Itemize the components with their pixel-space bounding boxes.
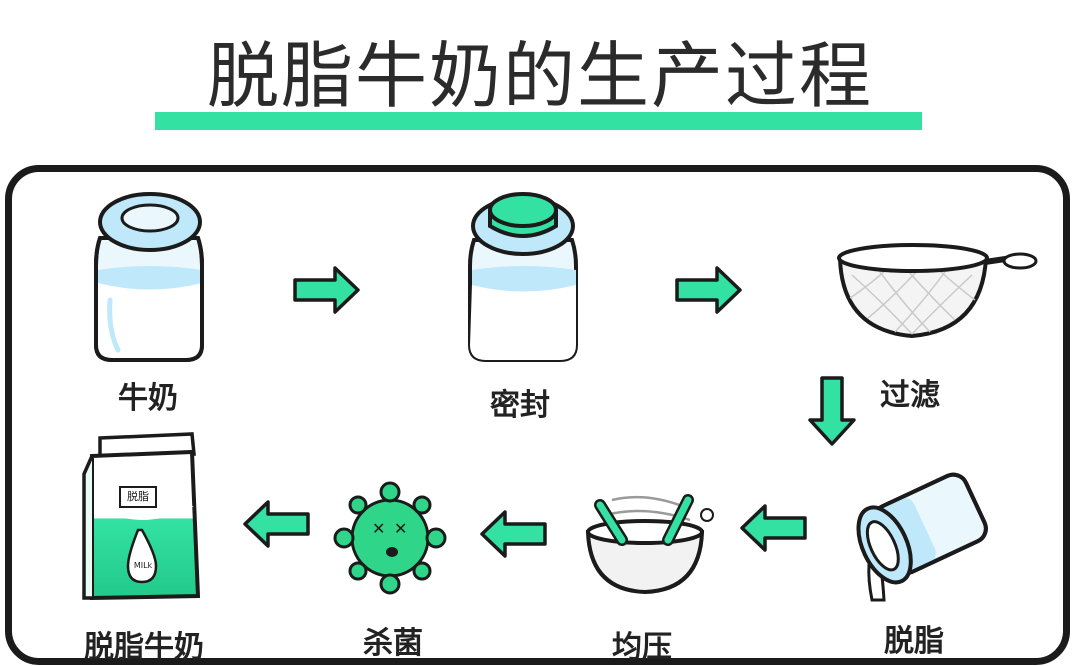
carton-drop-text: MILk — [133, 561, 153, 570]
svg-text:✕: ✕ — [394, 519, 407, 538]
carton-tag: 脱脂 — [119, 486, 157, 508]
sealed-jar-icon — [468, 192, 578, 362]
arrow-down-icon — [808, 376, 856, 446]
arrow-right-icon — [293, 266, 360, 314]
mixing-bowl-icon — [585, 494, 714, 595]
pouring-jar-icon — [856, 472, 988, 602]
step-label-sterilize: 杀菌 — [363, 626, 423, 661]
arrow-left-icon — [243, 500, 310, 548]
step-label-homogenize: 均压 — [612, 630, 672, 665]
process-illustration: ✕ ✕ — [82, 192, 1038, 602]
step-label-skim-milk: 脱脂牛奶 — [84, 630, 204, 665]
arrow-left-icon — [480, 510, 547, 558]
title-underline — [155, 112, 922, 130]
milk-carton-icon — [82, 432, 201, 601]
svg-text:✕: ✕ — [372, 519, 385, 538]
page-title: 脱脂牛奶的生产过程 — [206, 34, 873, 118]
strainer-icon — [837, 243, 1038, 339]
virus-icon: ✕ ✕ — [333, 481, 447, 595]
step-label-skim: 脱脂 — [884, 624, 944, 659]
step-label-filter: 过滤 — [880, 378, 940, 413]
arrow-right-icon — [675, 266, 742, 314]
step-label-milk: 牛奶 — [118, 381, 178, 416]
milk-jar-icon — [94, 192, 204, 362]
arrow-left-icon — [740, 504, 807, 552]
step-label-seal: 密封 — [490, 388, 550, 423]
